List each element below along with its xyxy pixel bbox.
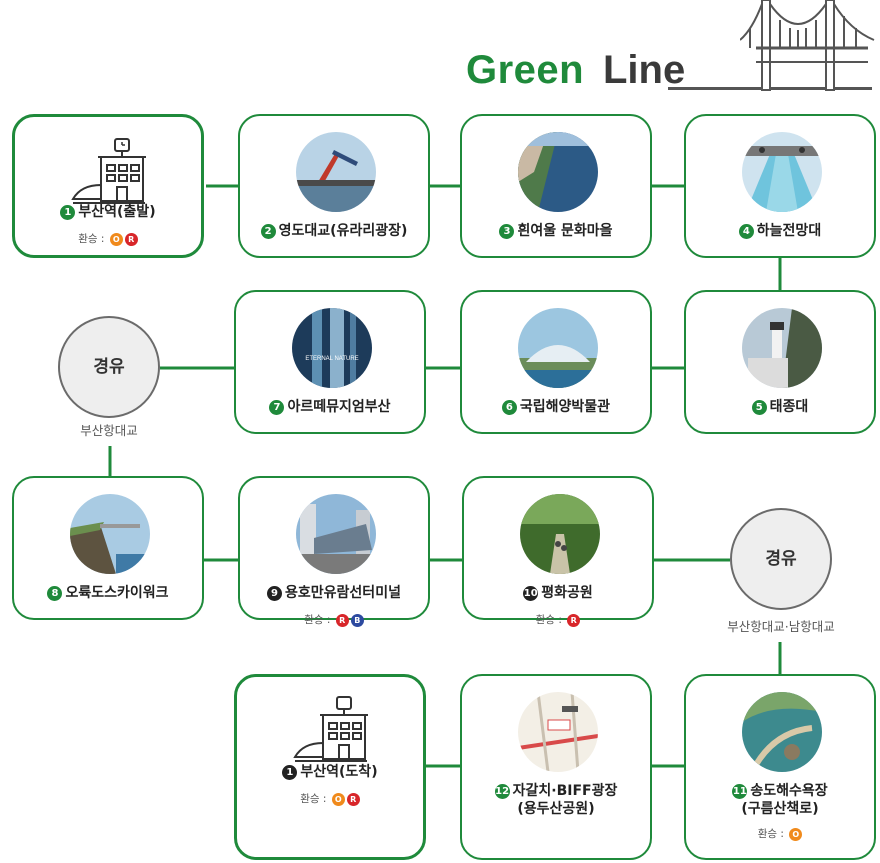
- blue-line-badge: B: [350, 614, 364, 627]
- cliff-skywalk-photo: [70, 494, 150, 574]
- stop-name: 용호만유람선터미널: [285, 585, 401, 601]
- coast-village-photo: [518, 132, 598, 212]
- stop-number-badge: 4: [738, 224, 754, 239]
- stop-number-badge: 11: [732, 784, 748, 799]
- transfer-info: 환승 : O: [686, 826, 874, 841]
- stop-name: 아르떼뮤지엄부산: [287, 399, 391, 415]
- transfer-label: 환승 :: [78, 233, 105, 245]
- stop-number-badge: 7: [269, 400, 285, 415]
- orange-line-badge: O: [789, 828, 803, 841]
- beach-walkway-photo: [742, 692, 822, 772]
- orange-line-badge: O: [109, 233, 123, 246]
- bridge-icon: [740, 0, 875, 91]
- stop-label-sub: (구름산책로): [741, 801, 819, 817]
- stop-number-badge: 6: [501, 400, 517, 415]
- title-green-text: Green: [466, 48, 585, 92]
- red-line-badge: R: [124, 233, 138, 246]
- red-line-badge: R: [346, 793, 360, 806]
- stop-name: 오륙도스카이워크: [65, 585, 169, 601]
- stop-name: 부산역(도착): [300, 764, 378, 780]
- red-line-badge: R: [335, 614, 349, 627]
- stop-number-badge: 1: [60, 205, 76, 220]
- transfer-label: 환승 :: [304, 614, 331, 626]
- transfer-label: 환승 :: [757, 828, 784, 840]
- stop-name: 부산역(출발): [78, 204, 156, 220]
- stop-name: 흰여울 문화마을: [517, 223, 613, 239]
- via-caption: 부산항대교·남항대교: [727, 619, 835, 634]
- map-photo: [518, 692, 598, 772]
- museum-art-photo: ETERNAL NATURE: [292, 308, 372, 388]
- stop-name: 평화공원: [541, 585, 593, 601]
- stop-number-badge: 9: [267, 586, 283, 601]
- transfer-label: 환승 :: [300, 793, 327, 805]
- park-photo: [520, 494, 600, 574]
- lighthouse-photo: [742, 308, 822, 388]
- bridge-photo: [296, 132, 376, 212]
- via-bubble-busan-bridge: 경유: [58, 316, 160, 418]
- via-caption: 부산항대교: [80, 423, 138, 438]
- stop-number-badge: 10: [523, 586, 539, 601]
- stop-name: 자갈치·BIFF광장: [512, 783, 618, 799]
- stop-name: 영도대교(유라리광장): [278, 223, 408, 239]
- transfer-info: 환승 : R: [464, 612, 652, 627]
- stop-number-badge: 5: [751, 400, 767, 415]
- terminal-photo: [296, 494, 376, 574]
- stop-label-sub: (용두산공원): [517, 801, 595, 817]
- train-station-icon: [71, 133, 151, 213]
- train-station-icon: [293, 691, 373, 771]
- title-line-text: Line: [603, 48, 686, 92]
- stop-name: 국립해양박물관: [519, 399, 611, 415]
- stop-name: 송도해수욕장: [750, 783, 828, 799]
- via-bubble-namhang-bridge: 경유: [730, 508, 832, 610]
- photo-caption-text: ETERNAL NATURE: [305, 356, 358, 362]
- stop-number-badge: 2: [260, 224, 276, 239]
- museum-photo: [518, 308, 598, 388]
- orange-line-badge: O: [331, 793, 345, 806]
- stop-number-badge: 12: [494, 784, 510, 799]
- stop-name: 태종대: [769, 399, 809, 415]
- stop-number-badge: 1: [282, 765, 298, 780]
- stop-name: 하늘전망대: [756, 223, 822, 239]
- stop-number-badge: 8: [47, 586, 63, 601]
- transfer-label: 환승 :: [535, 614, 562, 626]
- stop-number-badge: 3: [499, 224, 515, 239]
- red-line-badge: R: [567, 614, 581, 627]
- skywalk-photo: [742, 132, 822, 212]
